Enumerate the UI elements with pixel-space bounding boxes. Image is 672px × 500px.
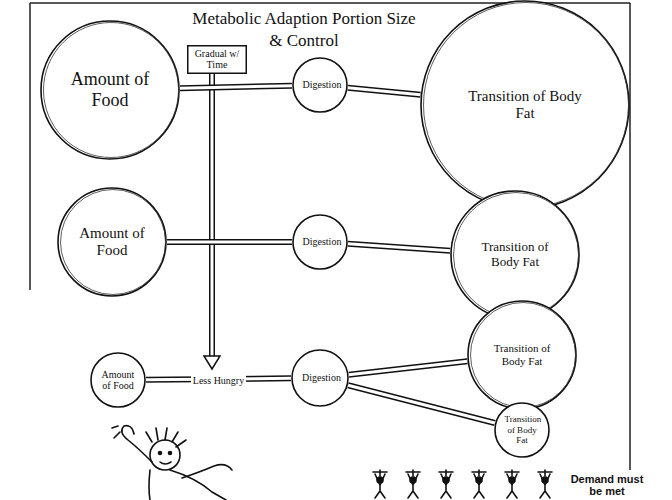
cartoon-figure [112,426,232,500]
process-circle: Digestion [292,214,348,270]
arrow-shaft [209,74,215,358]
stick-figures [373,470,552,498]
connector-inner [180,86,292,89]
node-text: Transition of Body Fat [475,240,556,270]
circle-border [41,21,179,159]
connector-outer [349,361,468,374]
process-circle: Amount of Food [57,187,167,297]
label-box: Gradual w/ Time [187,45,247,74]
stick-body [408,474,418,498]
node-text: Transition of Body Fat [460,88,590,123]
stick-body [375,474,385,498]
figure-mouth [160,462,171,464]
node-text: Digestion [303,79,338,91]
double-line-connector [348,385,495,423]
box-border [188,45,247,73]
node-text: Digestion [303,236,338,248]
node-text: Gradual w/ Time [191,48,243,71]
motion-lines [112,426,120,438]
circle-border [292,350,348,406]
connector-outer [348,385,495,423]
sketch-stroke [61,190,166,295]
process-circle: Transition of Body Fat [420,0,630,210]
process-circle: Transition of Body Fat [467,300,577,410]
node-text: Amount of Food [101,369,136,392]
figure-head [150,440,180,470]
connector-outer [348,88,421,95]
double-line-connector [349,361,468,374]
stick-body [474,474,484,498]
sketch-stroke [44,23,179,158]
node-text: Transition of Body Fat [488,342,556,367]
node-text: Digestion [302,372,338,384]
connector-inner [348,88,421,95]
stick-body [441,474,451,498]
double-line-connector [348,88,421,95]
figure-eye [169,452,172,455]
edge-label: Less Hungry [191,375,246,386]
circle-border [421,1,629,209]
arrow-shaft-inner [211,74,214,358]
circle-border [91,353,145,407]
figure-arm [182,465,232,478]
connector-inner [349,361,468,374]
figure-eye [159,452,162,455]
circle-border [451,191,579,319]
circle-border [468,301,576,409]
process-circle: Digestion [291,349,349,407]
figure-arm [122,426,152,462]
sketch-stroke [424,3,629,208]
stick-body [540,474,550,498]
double-line-connector [180,86,292,89]
note-label: Demand must be met [570,473,644,497]
circle-border [293,58,347,112]
circle-border [495,403,549,457]
stick-body [507,474,517,498]
circle-border [293,215,347,269]
sketch-stroke [471,303,576,408]
connector-inner [348,385,495,423]
process-circle: Amount of Food [90,352,146,408]
node-text: Transition of Body Fat [505,414,540,445]
connector-inner [348,244,450,251]
process-circle: Digestion [292,57,348,113]
process-circle: Amount of Food [40,20,180,160]
process-circle: Transition of Body Fat [450,190,580,320]
double-line-connector [167,242,292,243]
figure-body [149,470,226,500]
node-text: Amount of Food [78,225,146,260]
node-text: Amount of Food [67,69,154,110]
circle-border [58,188,166,296]
figure-hair [146,428,186,447]
gradual-arrow [204,74,220,369]
sketch-stroke [454,193,579,318]
double-line-connector [348,244,450,251]
arrow-head [204,356,220,369]
connector-outer [180,86,292,89]
connector-inner [167,241,292,244]
connector-outer [167,239,292,245]
process-circle: Transition of Body Fat [494,402,550,458]
connector-outer [348,244,450,251]
